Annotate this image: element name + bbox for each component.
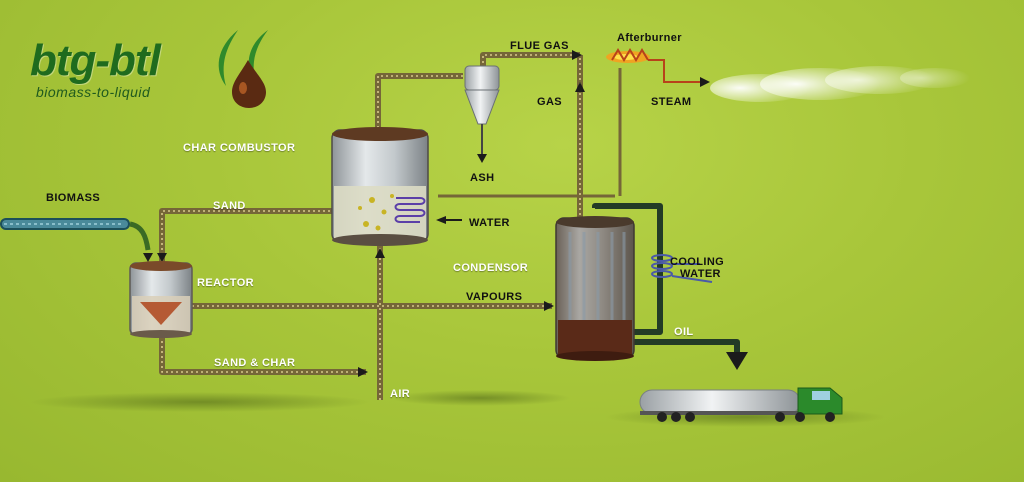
- ground-shadow: [390, 390, 570, 406]
- arrow-down-icon: [143, 253, 153, 262]
- sand-label: SAND: [213, 200, 246, 212]
- leaf-and-oil-drop-icon: [218, 30, 268, 108]
- reactor-label: REACTOR: [197, 277, 254, 289]
- sand-return-pipe: [159, 208, 335, 262]
- biomass-label: BIOMASS: [46, 192, 101, 204]
- char-combustor-label: CHAR COMBUSTOR: [183, 142, 296, 154]
- heat-exchanger-coil-icon: [394, 197, 426, 223]
- arrow-up-icon: [375, 248, 385, 258]
- arrow-down-icon: [157, 253, 167, 262]
- char-combustor-vessel: [331, 127, 429, 246]
- logo-wordmark: btg-btl: [30, 36, 161, 85]
- steam-duct: [648, 59, 708, 83]
- afterburner-label: Afterburner: [617, 32, 682, 44]
- oil-label: OIL: [674, 326, 694, 338]
- steam-label: STEAM: [651, 96, 692, 108]
- conveyor-icon: [0, 218, 151, 251]
- oil-pipe: [634, 339, 740, 360]
- vapours-label: VAPOURS: [466, 291, 523, 303]
- water-label: WATER: [469, 217, 510, 229]
- arrow-right-icon: [700, 77, 710, 87]
- cooling-label: COOLING: [670, 256, 725, 268]
- flue-gas-label: FLUE GAS: [510, 40, 569, 52]
- logo-tagline: biomass-to-liquid: [36, 84, 151, 100]
- steam-cloud-icon: [710, 66, 970, 102]
- ground-shadow: [30, 392, 370, 412]
- arrow-up-icon: [575, 82, 585, 92]
- condensor-label: CONDENSOR: [453, 262, 529, 274]
- arrow-right-icon: [572, 50, 582, 60]
- cooling-loop-pipe: [592, 203, 663, 335]
- arrow-left-icon: [436, 216, 446, 224]
- gas-label: GAS: [537, 96, 563, 108]
- flue-gas-pipe: [480, 52, 580, 68]
- arrow-down-icon: [726, 352, 748, 370]
- arrow-right-icon: [358, 367, 368, 377]
- cooling-water-label: WATER: [680, 268, 721, 280]
- ash-label: ASH: [470, 172, 495, 184]
- condenser-vessel: [555, 216, 635, 361]
- arrow-right-icon: [544, 301, 554, 311]
- combustor-to-cyclone-pipe: [375, 73, 463, 128]
- sand-and-char-label: SAND & CHAR: [214, 357, 296, 369]
- pipe-highlights: [161, 54, 581, 400]
- reactor-vessel: [129, 261, 193, 338]
- heat-exchanger-coil-icon: [651, 254, 713, 283]
- cyclone-icon: [464, 65, 500, 163]
- tanker-truck-icon: [639, 387, 843, 422]
- air-label: AIR: [390, 388, 411, 400]
- flame-icon: [606, 48, 650, 63]
